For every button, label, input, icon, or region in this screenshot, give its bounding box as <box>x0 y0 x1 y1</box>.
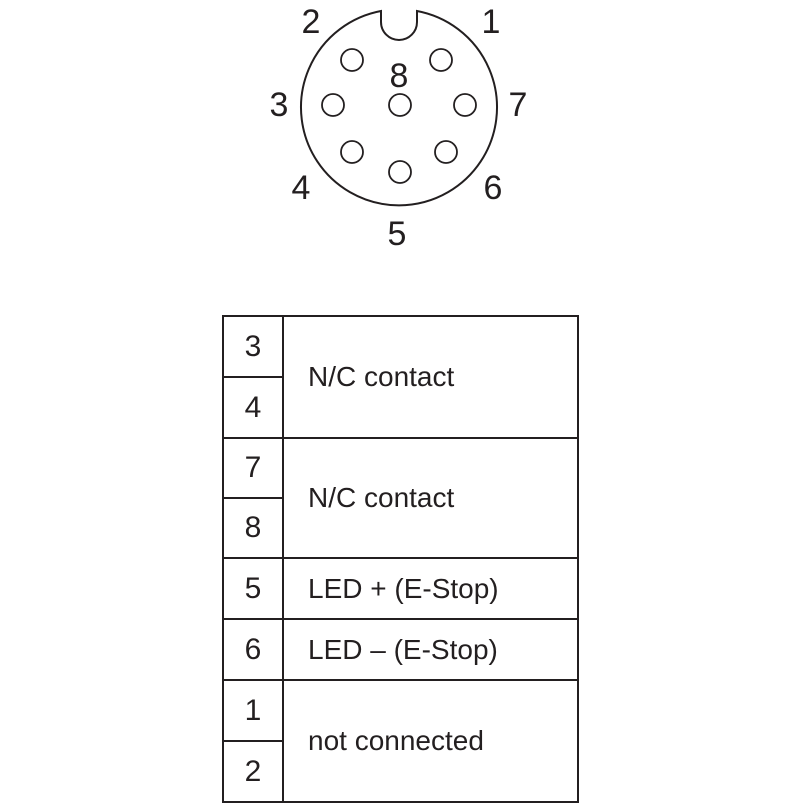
function-cell: N/C contact <box>282 315 579 439</box>
pin-cell: 6 <box>222 618 284 681</box>
connector-outline <box>300 9 498 207</box>
pin-label-7: 7 <box>509 86 528 124</box>
function-cell: LED + (E-Stop) <box>282 557 579 620</box>
function-cell: LED – (E-Stop) <box>282 618 579 681</box>
pin-cell: 1 <box>222 679 284 742</box>
pin-hole-5 <box>388 160 412 184</box>
pin-hole-1 <box>429 48 453 72</box>
pin-hole-3 <box>321 93 345 117</box>
pin-hole-2 <box>340 48 364 72</box>
function-cell: not connected <box>282 679 579 803</box>
pin-label-3: 3 <box>270 86 289 124</box>
pin-label-8: 8 <box>390 57 409 95</box>
pin-cell: 2 <box>222 740 284 803</box>
pin-cell: 7 <box>222 437 284 499</box>
pin-assignment-table: 3 N/C contact 4 7 N/C contact 8 5 LED + … <box>222 315 579 803</box>
pin-hole-6 <box>434 140 458 164</box>
pin-label-6: 6 <box>484 169 503 207</box>
connector-diagram: 1 2 3 4 5 6 7 8 <box>270 3 528 253</box>
pin-hole-7 <box>453 93 477 117</box>
pin-cell: 3 <box>222 315 284 378</box>
pin-label-5: 5 <box>388 215 407 253</box>
pin-cell: 8 <box>222 497 284 559</box>
pin-cell: 4 <box>222 376 284 439</box>
pin-hole-4 <box>340 140 364 164</box>
pin-label-2: 2 <box>302 3 321 41</box>
function-cell: N/C contact <box>282 437 579 559</box>
pin-label-1: 1 <box>482 3 501 41</box>
pin-hole-8 <box>388 93 412 117</box>
pin-cell: 5 <box>222 557 284 620</box>
pin-label-4: 4 <box>292 169 311 207</box>
